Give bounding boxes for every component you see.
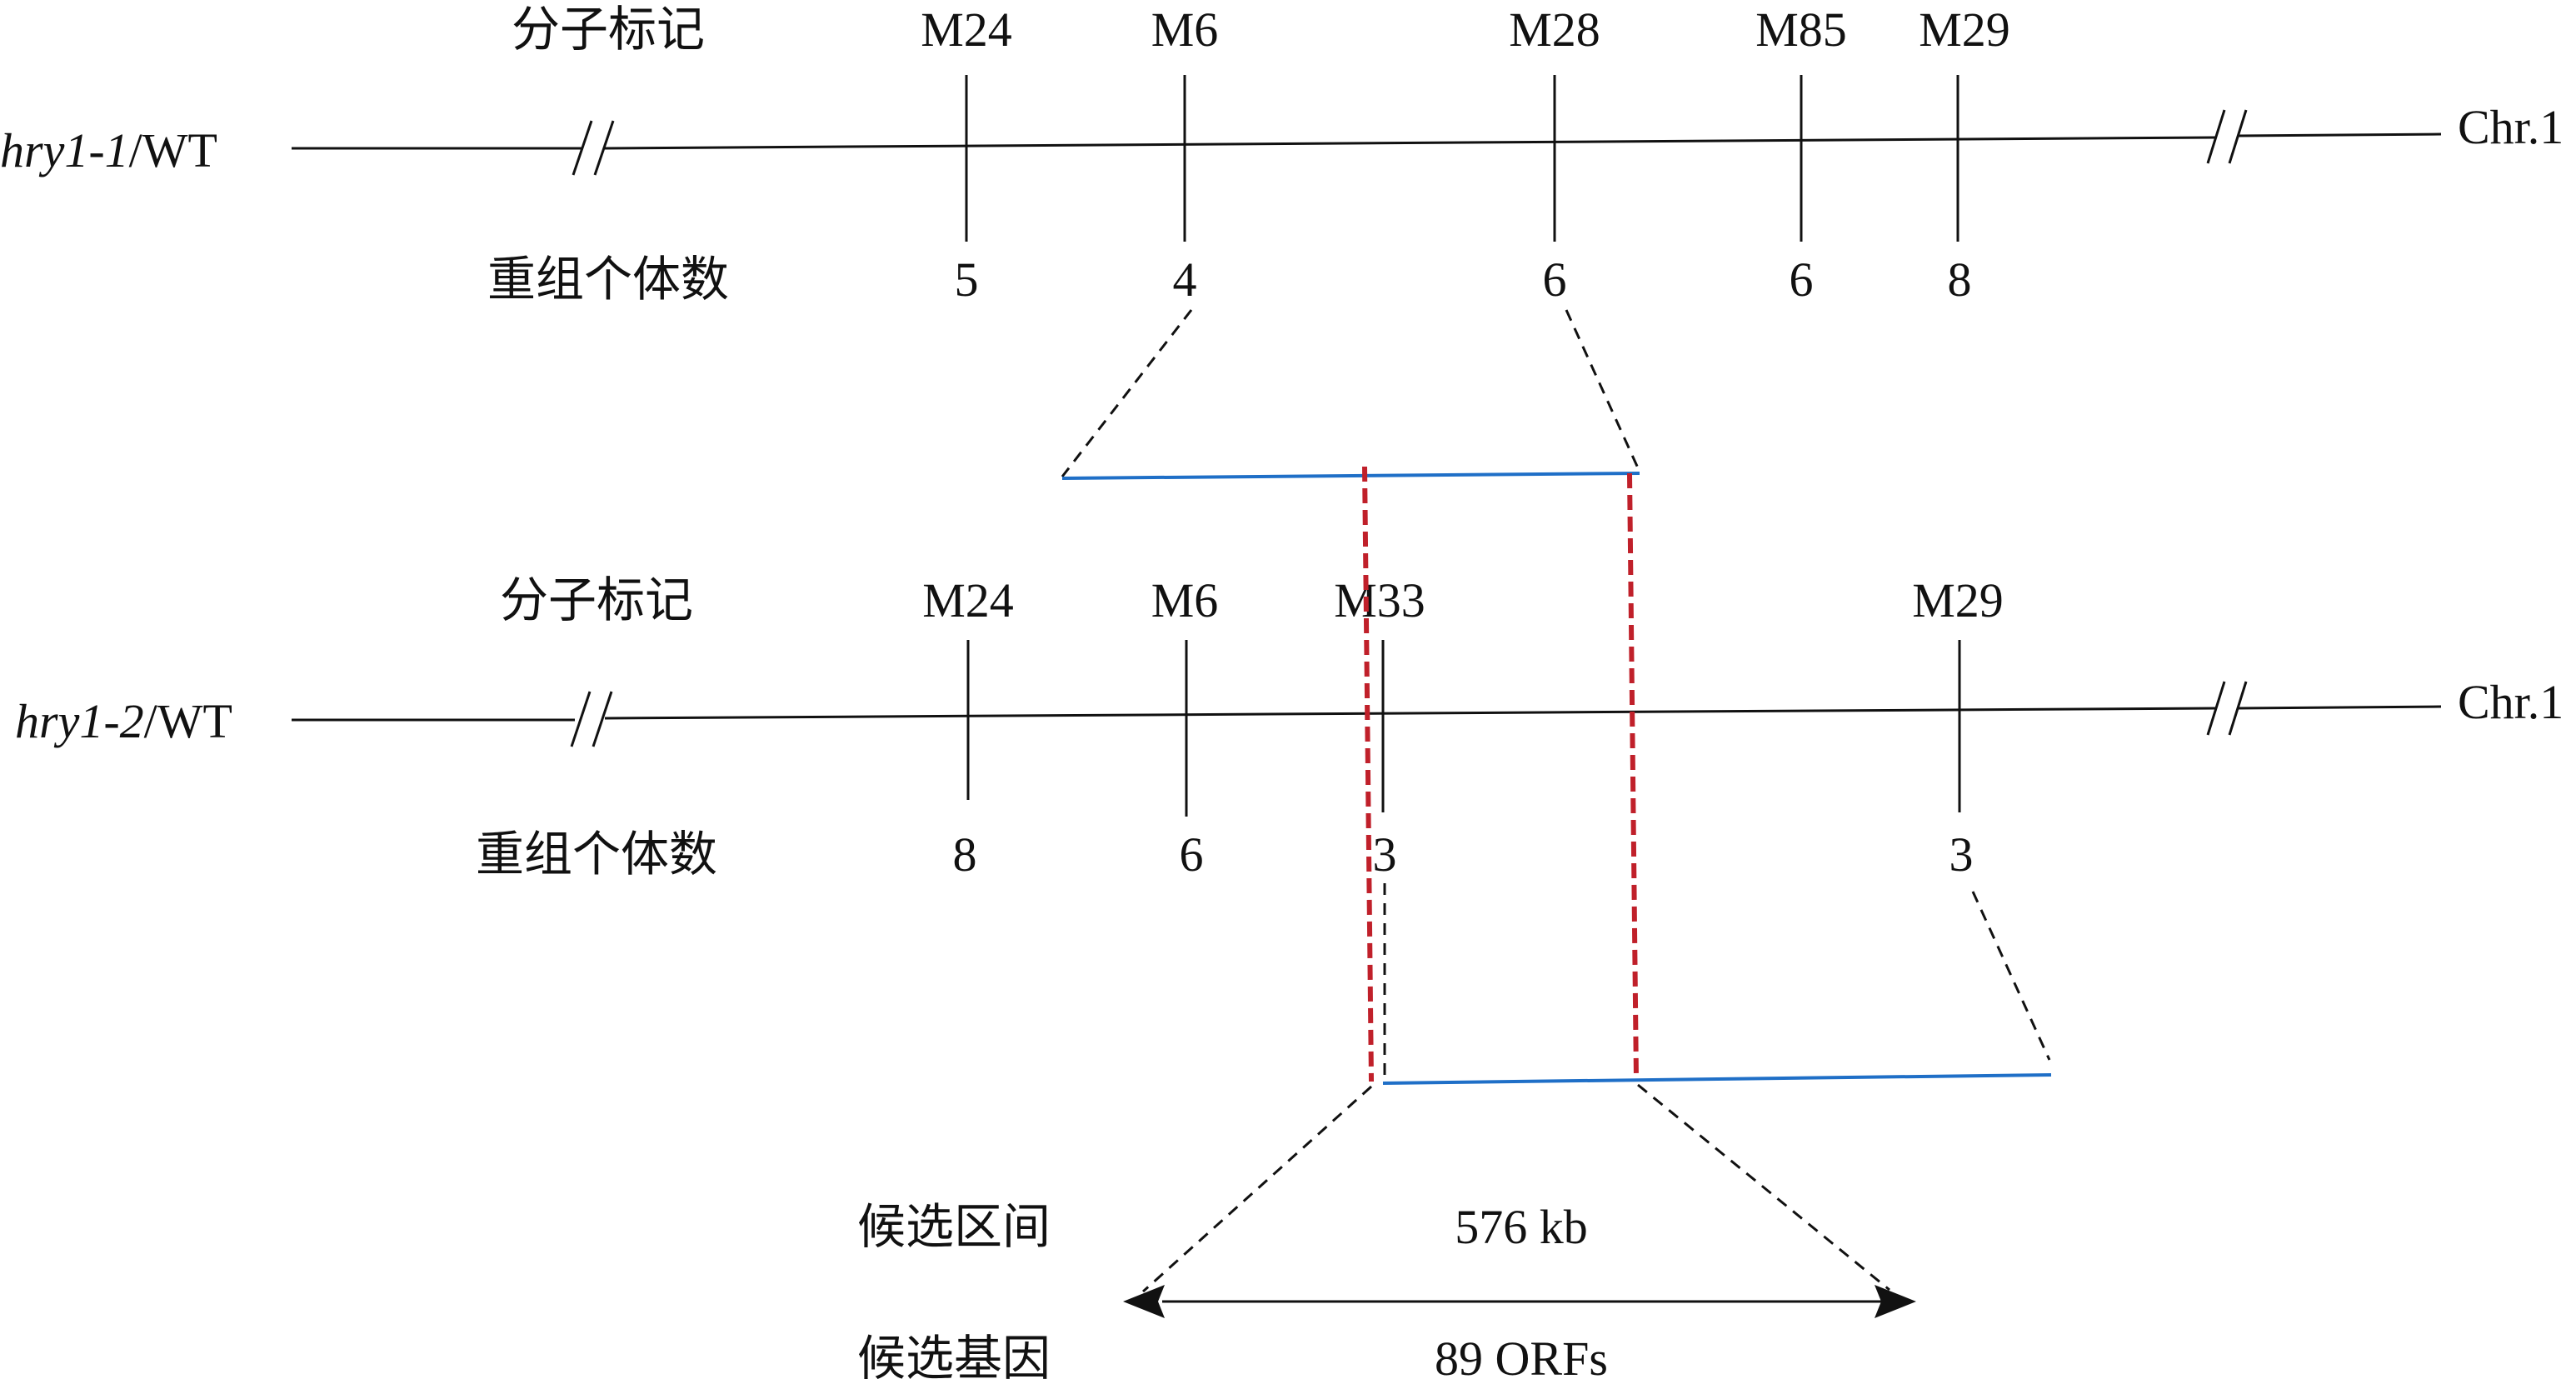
panel2-marker-name: M6 <box>1151 573 1219 627</box>
panel2-marker-count: 3 <box>1373 827 1397 882</box>
panel2-marker-m29: M29 3 <box>1912 573 2004 882</box>
panel2-marker-label: 分子标记 <box>500 573 693 627</box>
red-boundary-left <box>1362 466 1374 1082</box>
panel2-marker-count: 8 <box>953 827 977 882</box>
panel1-break-right-a <box>2206 109 2226 164</box>
blue-segment-1 <box>1061 472 1640 480</box>
panel2-row-label: hry1-2/WT <box>15 694 232 748</box>
zoom-right-2 <box>1971 891 2051 1061</box>
panel1-marker-m85: M85 6 <box>1755 2 1847 307</box>
candidate-gene-value: 89 ORFs <box>1435 1332 1608 1384</box>
candidate-gene-label: 候选基因 <box>857 1332 1051 1384</box>
blue-segment-2 <box>1382 1073 2052 1085</box>
panel1-marker-count: 8 <box>1948 252 1972 307</box>
panel1-marker-name: M6 <box>1151 2 1219 57</box>
panel1-marker-m6: M6 4 <box>1151 2 1219 307</box>
panel2-row-label-suffix: /WT <box>144 694 232 748</box>
candidate-arrow-right-head <box>1875 1285 1916 1318</box>
panel1-break-left-a <box>572 120 593 176</box>
panel-2: 分子标记 重组个体数 hry1-2/WT Chr.1 M24 8 M6 6 M3… <box>15 573 2564 882</box>
panel1-chr-main <box>604 136 2217 150</box>
candidate-region: 候选区间 576 kb 候选基因 89 ORFs <box>857 1200 1916 1384</box>
panel2-row-label-italic: hry1-2 <box>15 694 144 748</box>
panel2-marker-count: 6 <box>1180 827 1204 882</box>
panel2-marker-name: M33 <box>1334 573 1425 627</box>
panel1-marker-count: 5 <box>955 252 979 307</box>
panel1-row-label-suffix: /WT <box>129 123 217 177</box>
panel2-recomb-label: 重组个体数 <box>476 827 717 882</box>
panel1-break-right-b <box>2228 109 2248 164</box>
panel2-chr-right <box>2237 705 2442 710</box>
panel2-break-left-a <box>570 691 592 747</box>
zoom-left-3 <box>1141 1085 1373 1293</box>
zoom-left-1 <box>1061 309 1193 477</box>
panel1-marker-m24: M24 5 <box>921 2 1012 307</box>
panel2-break-left-b <box>592 691 613 747</box>
panel2-break-right-a <box>2206 681 2226 736</box>
panel1-marker-name: M29 <box>1919 2 2010 57</box>
panel1-marker-label: 分子标记 <box>512 2 705 57</box>
panel1-marker-count: 6 <box>1543 252 1567 307</box>
panel1-chr-label: Chr.1 <box>2458 100 2564 154</box>
panel2-chr-main <box>604 707 2217 720</box>
zoom-right-1 <box>1565 309 1641 472</box>
panel2-break-right-b <box>2228 681 2248 736</box>
candidate-region-value: 576 kb <box>1455 1200 1588 1254</box>
panel2-marker-count: 3 <box>1949 827 1974 882</box>
panel1-marker-name: M85 <box>1755 2 1847 57</box>
candidate-region-label: 候选区间 <box>857 1200 1051 1254</box>
panel1-chr-right <box>2237 132 2442 137</box>
panel2-marker-m24: M24 8 <box>922 573 1014 882</box>
panel1-marker-m29: M29 8 <box>1919 2 2010 307</box>
panel1-marker-name: M24 <box>921 2 1012 57</box>
panel2-marker-name: M29 <box>1912 573 2004 627</box>
panel2-marker-m6: M6 6 <box>1151 573 1219 882</box>
panel1-marker-m28: M28 6 <box>1509 2 1600 307</box>
panel1-recomb-label: 重组个体数 <box>487 252 729 307</box>
panel1-break-left-b <box>593 120 615 176</box>
zoom-right-3 <box>1637 1083 1890 1292</box>
panel1-row-label: hry1-1/WT <box>0 123 217 177</box>
panel1-marker-count: 6 <box>1790 252 1814 307</box>
candidate-arrow-left-head <box>1123 1285 1165 1318</box>
panel2-marker-name: M24 <box>922 573 1014 627</box>
panel2-marker-m33: M33 3 <box>1334 573 1425 882</box>
panel-1: 分子标记 重组个体数 hry1-1/WT Chr.1 M24 5 M6 4 M2… <box>0 2 2564 307</box>
panel1-marker-name: M28 <box>1509 2 1600 57</box>
panel1-marker-count: 4 <box>1173 252 1197 307</box>
red-boundary-right <box>1627 472 1639 1080</box>
panel1-row-label-italic: hry1-1 <box>0 123 129 177</box>
panel2-chr-label: Chr.1 <box>2458 675 2564 729</box>
